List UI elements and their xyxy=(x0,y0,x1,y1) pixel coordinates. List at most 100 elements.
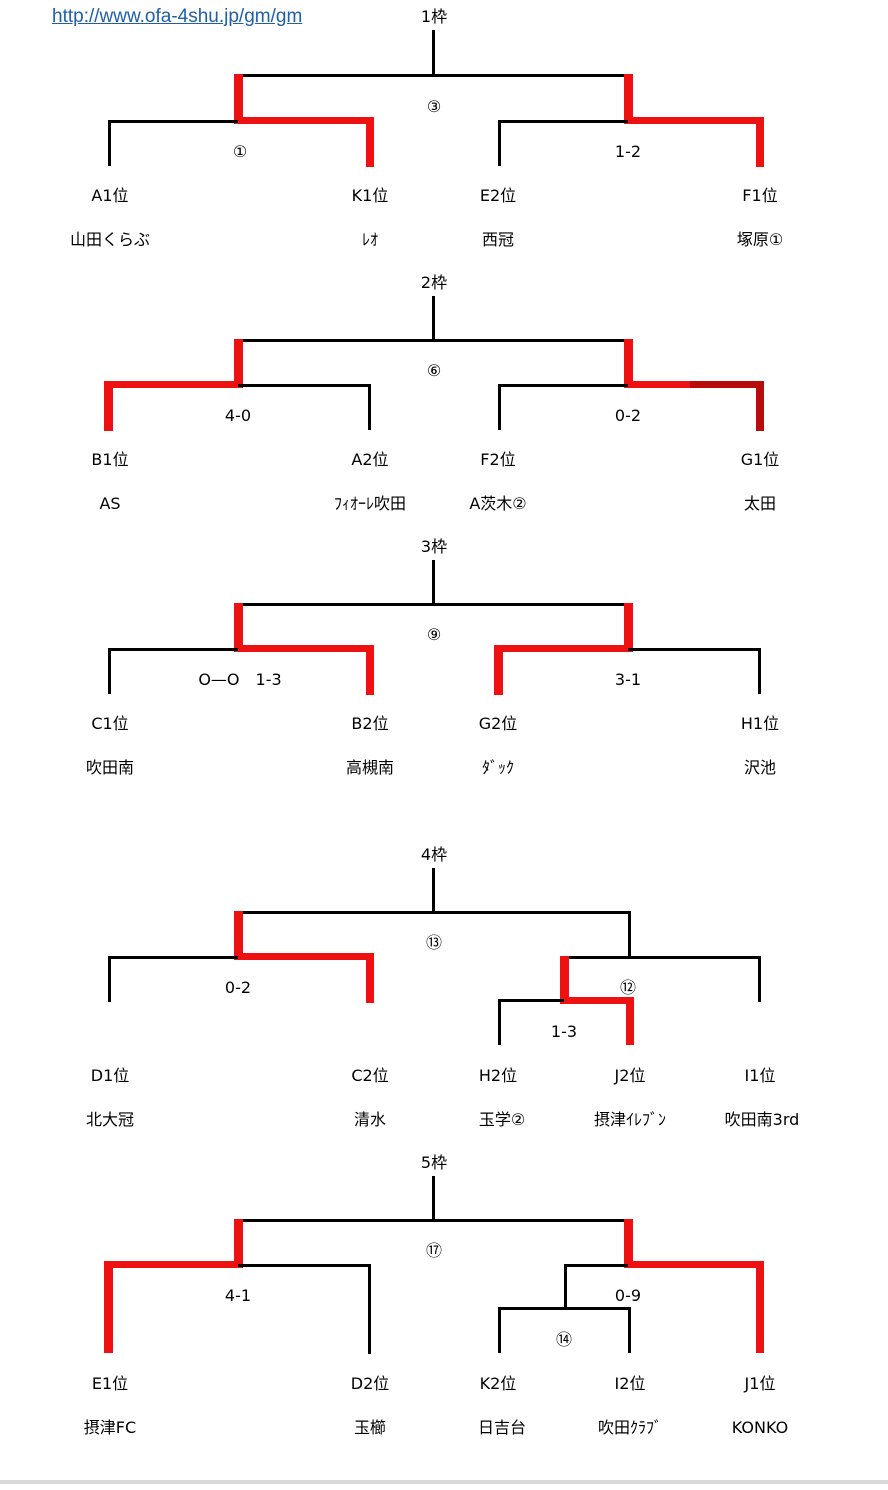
match-right-result: ⑫ xyxy=(619,978,637,997)
seed-label: K2位 xyxy=(479,1374,517,1393)
bracket-line xyxy=(108,956,238,959)
bracket-line xyxy=(432,30,435,76)
seed-label: J2位 xyxy=(614,1066,646,1085)
team-name: 塚原① xyxy=(736,230,784,249)
bracket-line xyxy=(564,1264,628,1267)
team-name: 吹田ｸﾗﾌﾞ xyxy=(597,1418,663,1437)
bracket-line xyxy=(628,911,631,957)
winner-line xyxy=(366,645,374,695)
winner-line xyxy=(104,1261,113,1353)
sub-match-label: ⑭ xyxy=(555,1330,573,1349)
winner-line xyxy=(624,603,633,651)
seed-label: G1位 xyxy=(740,450,780,469)
bracket-line xyxy=(498,1307,501,1353)
seed-label: B2位 xyxy=(351,714,389,733)
winner-line xyxy=(366,117,374,167)
seed-label: J1位 xyxy=(744,1374,776,1393)
team-name: 吹田南 xyxy=(85,758,135,777)
seed-label: K1位 xyxy=(351,186,389,205)
seed-label: E1位 xyxy=(91,1374,129,1393)
winner-line xyxy=(624,339,633,387)
team-name: AS xyxy=(99,494,121,513)
winner-line xyxy=(756,1261,764,1353)
winner-line xyxy=(104,1261,243,1268)
match-left-result: O—O 1-3 xyxy=(198,670,282,689)
match-right-result: 0-2 xyxy=(614,406,642,425)
team-name: A茨木② xyxy=(469,494,527,513)
seed-label: F1位 xyxy=(742,186,778,205)
match-left-result: ① xyxy=(232,142,248,161)
bracket-line xyxy=(498,120,501,166)
match-right-result: 3-1 xyxy=(614,670,642,689)
team-name: KONKO xyxy=(731,1418,789,1437)
team-name: 北大冠 xyxy=(85,1110,135,1129)
winner-line xyxy=(626,997,634,1045)
frame-label: 2枠 xyxy=(420,273,448,292)
bracket-line xyxy=(432,1176,435,1222)
bracket-line xyxy=(498,1307,631,1310)
bracket-line xyxy=(108,956,111,1002)
seed-label: A2位 xyxy=(351,450,389,469)
winner-line xyxy=(234,953,374,960)
winner-line xyxy=(624,1219,633,1267)
url-link[interactable]: http://www.ofa-4shu.jp/gm/gm xyxy=(52,6,303,27)
seed-label: F2位 xyxy=(480,450,516,469)
team-name: 太田 xyxy=(743,494,777,513)
team-name: 玉櫛 xyxy=(353,1418,387,1437)
match-center-label: ⑥ xyxy=(426,361,442,380)
bracket-line xyxy=(108,120,238,123)
winner-line xyxy=(366,953,374,1003)
seed-label: I2位 xyxy=(614,1374,646,1393)
winner-line xyxy=(234,117,374,124)
bracket-line xyxy=(628,1307,631,1353)
winner-line xyxy=(234,645,374,652)
match-left-result: 0-2 xyxy=(224,978,252,997)
bracket-line xyxy=(238,384,371,387)
bracket-line xyxy=(432,296,435,340)
winner-line xyxy=(756,381,764,431)
bracket-line xyxy=(108,120,111,166)
team-name: 日吉台 xyxy=(477,1418,527,1437)
bracket-line xyxy=(368,384,371,430)
bracket-line xyxy=(432,868,435,914)
team-name: ﾀﾞｯｸ xyxy=(481,758,515,777)
match-right-result: 0-9 xyxy=(614,1286,642,1305)
winner-line xyxy=(560,997,634,1004)
team-name: 清水 xyxy=(353,1110,387,1129)
winner-line xyxy=(104,381,243,388)
seed-label: C2位 xyxy=(351,1066,389,1085)
frame-label: 1枠 xyxy=(420,7,448,26)
frame-label: 3枠 xyxy=(420,537,448,556)
winner-line xyxy=(234,911,243,959)
winner-line xyxy=(234,339,243,387)
seed-label: C1位 xyxy=(91,714,129,733)
seed-label: E2位 xyxy=(479,186,517,205)
bracket-line xyxy=(564,1264,567,1310)
team-name: 玉学② xyxy=(478,1110,526,1129)
bracket-line xyxy=(758,648,761,694)
bracket-line xyxy=(238,339,630,342)
match-left-result: 4-1 xyxy=(224,1286,252,1305)
bracket-line xyxy=(758,956,761,1002)
winner-line xyxy=(494,645,503,695)
seed-label: D1位 xyxy=(90,1066,130,1085)
seed-label: A1位 xyxy=(91,186,129,205)
winner-line xyxy=(690,381,764,388)
match-center-label: ③ xyxy=(426,97,442,116)
team-name: 摂津ｲﾚﾌﾞﾝ xyxy=(593,1110,667,1129)
winner-line xyxy=(494,645,633,652)
frame-label: 4枠 xyxy=(420,845,448,864)
bracket-line xyxy=(498,384,628,387)
team-name: 西冠 xyxy=(481,230,515,249)
team-name: ﾌｨｵｰﾚ吹田 xyxy=(333,494,407,513)
team-name: ﾚｵ xyxy=(361,230,379,249)
winner-line xyxy=(756,117,764,167)
match-center-label: ⑬ xyxy=(425,933,443,952)
bracket-line xyxy=(628,648,761,651)
bracket-line xyxy=(238,1219,630,1222)
team-name: 沢池 xyxy=(743,758,777,777)
page-bottom-border xyxy=(0,1480,888,1484)
bracket-line xyxy=(498,999,501,1045)
winner-line xyxy=(234,74,243,122)
